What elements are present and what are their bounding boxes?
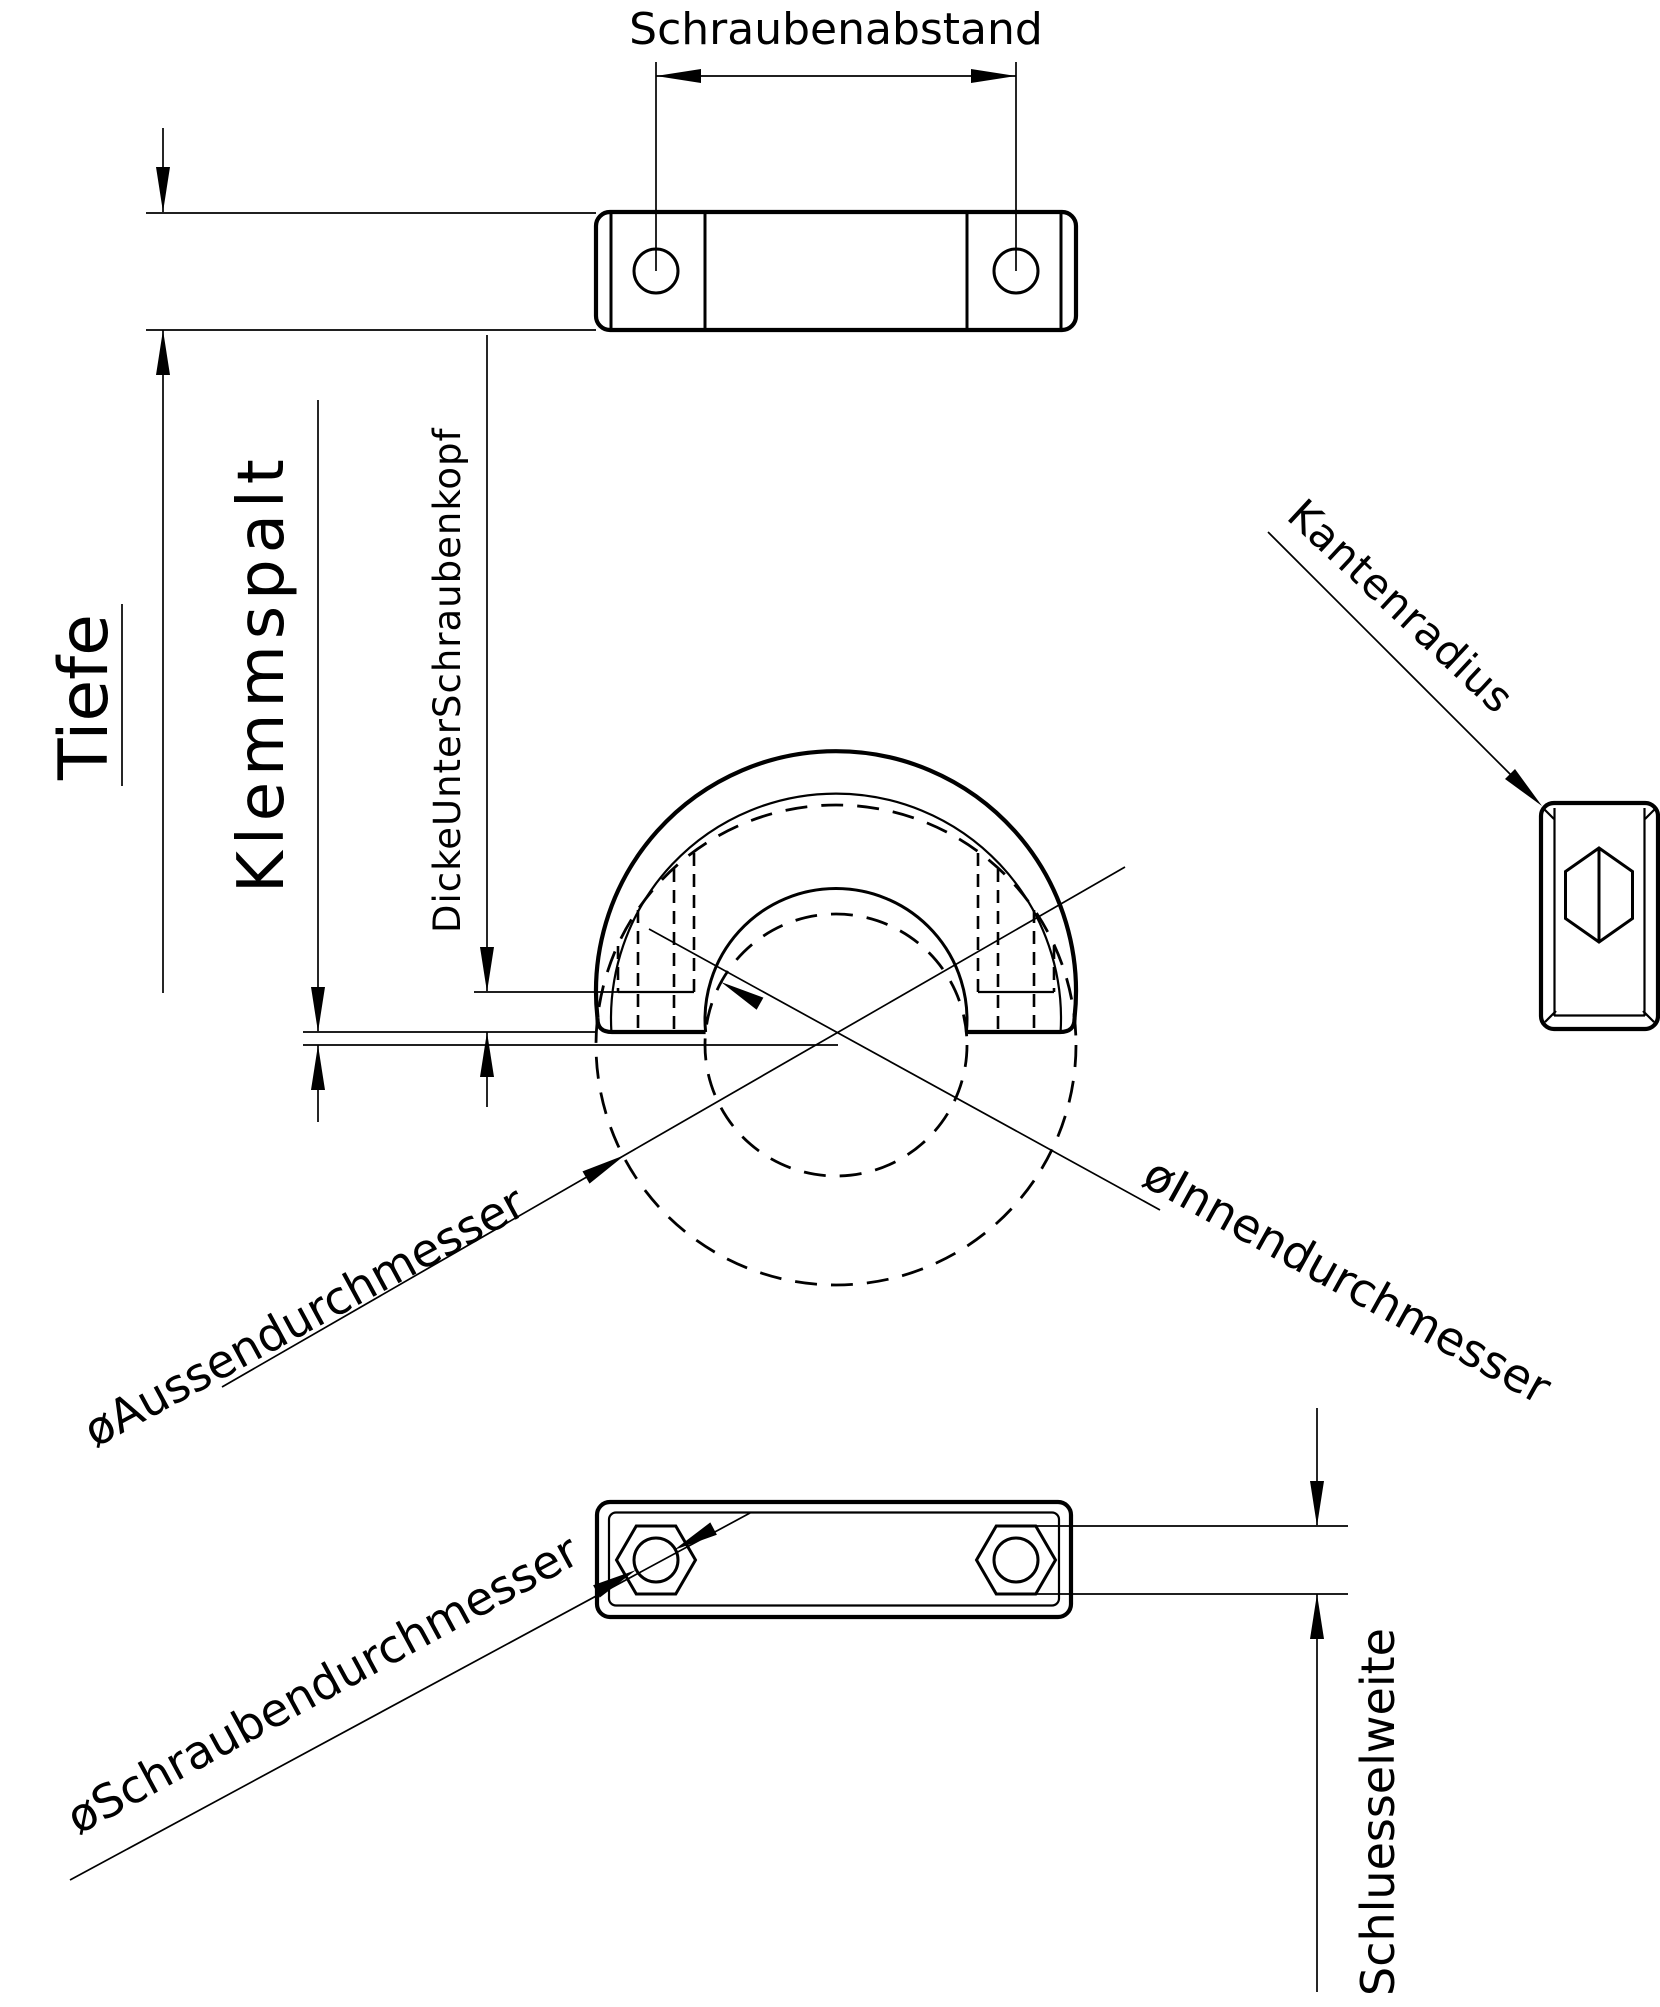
arrowhead-up xyxy=(156,330,170,375)
screw-hole-left xyxy=(632,1536,680,1584)
dicke-unter-schraubenkopf-label: DickeUnterSchraubenkopf xyxy=(426,427,469,933)
top-view xyxy=(593,209,1079,333)
tiefe-label: Tiefe xyxy=(45,614,124,781)
klemmspalt-label: Klemmspalt xyxy=(225,453,299,893)
arrowhead-right xyxy=(971,69,1016,83)
screw-hole-right xyxy=(992,1536,1040,1584)
schraubenabstand-label: Schraubenabstand xyxy=(629,4,1043,55)
corner-miter-tr xyxy=(1644,808,1656,820)
leader-schraubendurchmesser: øSchraubendurchmesser xyxy=(57,1512,751,1881)
schluesselweite-label: Schluesselweite xyxy=(1351,1628,1405,1996)
side-view-outline xyxy=(1538,800,1660,1032)
front-view xyxy=(593,749,1079,1287)
dim-schluesselweite: Schluesselweite xyxy=(1036,1408,1405,1996)
arrowhead-down xyxy=(311,987,325,1032)
leader-line-innen xyxy=(648,928,1161,1211)
kantenradius-label: Kantenradius xyxy=(1278,489,1523,723)
hex-socket-right xyxy=(974,1524,1058,1596)
arrowhead-corner xyxy=(1505,769,1542,806)
schraubendurchmesser-label: øSchraubendurchmesser xyxy=(57,1523,587,1844)
bottom-view-chamfer xyxy=(607,1511,1061,1607)
aussendurchmesser-label: øAussendurchmesser xyxy=(74,1175,533,1458)
arrowhead-down xyxy=(1310,1481,1324,1526)
bottom-view-outline xyxy=(594,1499,1074,1620)
arrowhead-up xyxy=(311,1045,325,1090)
arrowhead-left xyxy=(656,69,701,83)
outer-arc xyxy=(593,749,1079,1019)
hex-socket-left xyxy=(614,1524,698,1596)
outer-diameter-circle xyxy=(594,803,1078,1287)
arrowhead-circle-lower xyxy=(593,1570,636,1598)
arrowhead-down xyxy=(480,947,494,992)
side-view: Kantenradius xyxy=(1267,489,1660,1032)
arrowhead-circle-upper xyxy=(674,1522,717,1550)
dim-tiefe: Tiefe xyxy=(45,128,596,993)
leader-line-kantenradius xyxy=(1267,531,1539,803)
leader-line-aussen xyxy=(221,866,1126,1388)
leader-innendurchmesser: øInnendurchmesser xyxy=(648,928,1560,1415)
top-view-outline xyxy=(593,209,1079,333)
dim-klemmspalt: Klemmspalt xyxy=(225,400,838,1122)
flat-face-left xyxy=(595,1017,706,1035)
dim-dicke-unter-schraubenkopf: DickeUnterSchraubenkopf xyxy=(426,335,618,1107)
corner-miter-br xyxy=(1642,1010,1655,1023)
arrowhead-up xyxy=(480,1032,494,1077)
flat-face-right xyxy=(966,1017,1077,1035)
corner-miter-tl xyxy=(1543,808,1555,820)
arrowhead-down xyxy=(156,167,170,212)
innendurchmesser-label: øInnendurchmesser xyxy=(1135,1146,1560,1415)
leader-line-schraubend xyxy=(69,1512,751,1881)
arrowhead-outer-circle xyxy=(582,1155,625,1184)
arrowhead-up xyxy=(1310,1594,1324,1639)
bore-arc xyxy=(703,886,969,1033)
chamfer-arc xyxy=(609,792,1063,1033)
bottom-view xyxy=(594,1499,1074,1620)
dim-schraubenabstand: Schraubenabstand xyxy=(629,4,1043,271)
corner-miter-bl xyxy=(1544,1010,1557,1023)
arrowhead-inner-circle xyxy=(721,982,764,1010)
